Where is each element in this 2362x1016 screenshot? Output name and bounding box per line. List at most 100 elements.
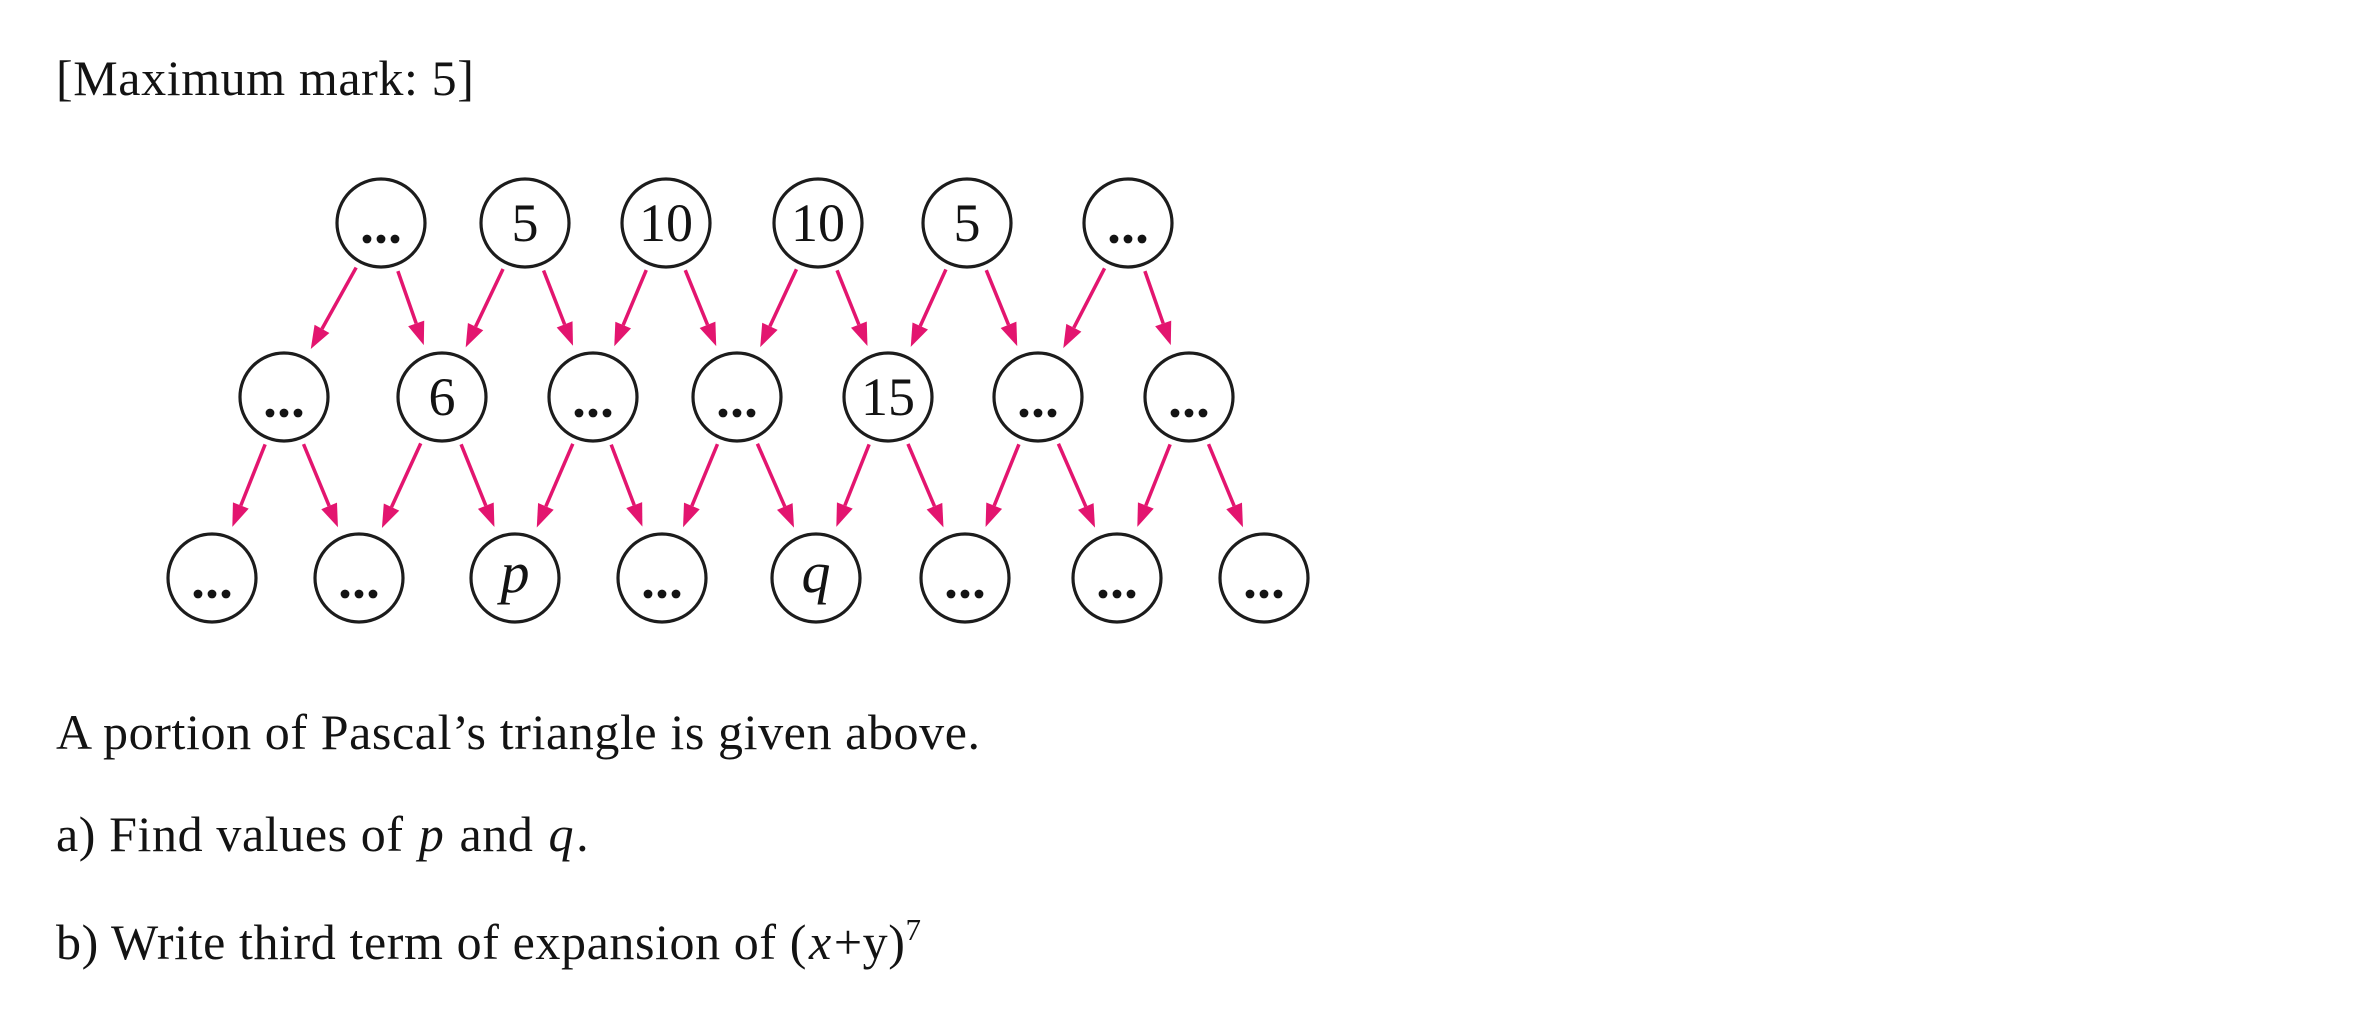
ellipsis-dot xyxy=(376,234,386,244)
arrow-shaft xyxy=(389,442,423,508)
question-a-mid: and xyxy=(446,806,547,862)
arrowhead xyxy=(614,321,632,347)
arrowhead xyxy=(310,324,330,349)
triangle-node xyxy=(238,351,330,443)
arrow-shaft xyxy=(906,443,937,507)
question-a-prefix: a) Find values of xyxy=(56,806,417,862)
ellipsis-dot xyxy=(732,408,742,418)
ellipsis-dot xyxy=(960,589,970,599)
triangle-node xyxy=(691,351,783,443)
arrowhead xyxy=(1063,323,1082,349)
ellipsis-dot xyxy=(193,589,203,599)
ellipsis-dot xyxy=(574,408,584,418)
node-label: 5 xyxy=(954,193,981,253)
ellipsis-dot xyxy=(718,408,728,418)
arrowhead xyxy=(1226,502,1243,528)
triangle-node xyxy=(313,532,405,624)
ellipsis-dot xyxy=(354,589,364,599)
node-label: 10 xyxy=(639,193,693,253)
node-label: 6 xyxy=(429,367,456,427)
ellipsis-dot xyxy=(362,234,372,244)
arrow-shaft xyxy=(918,268,948,327)
arrow-shaft xyxy=(1056,443,1088,508)
triangle-node xyxy=(469,532,561,624)
var-p: p xyxy=(418,806,445,862)
ellipsis-dot xyxy=(1126,589,1136,599)
arrowhead xyxy=(477,502,495,527)
node-label: q xyxy=(802,540,831,605)
arrowhead xyxy=(760,322,778,348)
triangle-node xyxy=(770,532,862,624)
arrowhead xyxy=(851,321,868,346)
var-x: x xyxy=(809,914,832,970)
triangle-node xyxy=(992,351,1084,443)
arrow-shaft xyxy=(768,268,799,328)
arrow-shaft xyxy=(1144,443,1172,507)
arrowhead xyxy=(626,502,643,527)
ellipsis-dot xyxy=(588,408,598,418)
ellipsis-dot xyxy=(390,234,400,244)
arrow-shaft xyxy=(1206,443,1236,507)
var-q: q xyxy=(548,806,575,862)
arrow-shaft xyxy=(835,269,861,326)
arrow-shaft xyxy=(755,443,787,508)
arrowhead xyxy=(1155,320,1172,346)
arrowhead xyxy=(836,502,853,527)
arrowhead xyxy=(910,322,928,347)
ellipsis-dot xyxy=(1198,408,1208,418)
triangle-node xyxy=(1218,532,1310,624)
arrow-shaft xyxy=(992,443,1021,507)
arrow-shaft xyxy=(301,443,331,507)
triangle-node xyxy=(166,532,258,624)
ellipsis-dot xyxy=(1019,408,1029,418)
ellipsis-dot xyxy=(207,589,217,599)
node-label: 5 xyxy=(512,193,539,253)
triangle-node xyxy=(335,177,427,269)
arrowhead xyxy=(985,502,1003,527)
ellipsis-dot xyxy=(1098,589,1108,599)
arrow-shaft xyxy=(459,443,488,507)
arrowhead xyxy=(1000,321,1018,347)
triangle-node xyxy=(620,177,712,269)
triangle-node xyxy=(396,351,488,443)
arrowhead xyxy=(1078,503,1095,528)
question-a: a) Find values of p and q. xyxy=(56,804,589,864)
triangle-node xyxy=(919,532,1011,624)
node-label: p xyxy=(497,540,530,605)
arrow-shaft xyxy=(239,443,267,507)
triangle-node xyxy=(547,351,639,443)
ellipsis-dot xyxy=(1047,408,1057,418)
ellipsis-dot xyxy=(265,408,275,418)
ellipsis-dot xyxy=(1033,408,1043,418)
arrowhead xyxy=(777,503,794,528)
ellipsis-dot xyxy=(1184,408,1194,418)
arrow-shaft xyxy=(984,269,1011,326)
ellipsis-dot xyxy=(221,589,231,599)
arrowhead xyxy=(699,321,717,347)
max-mark-label: [Maximum mark: 5] xyxy=(56,50,475,106)
ellipsis-dot xyxy=(1112,589,1122,599)
arrow-shaft xyxy=(1072,267,1107,329)
node-label: 10 xyxy=(791,193,845,253)
ellipsis-dot xyxy=(293,408,303,418)
triangle-node xyxy=(1082,177,1174,269)
ellipsis-dot xyxy=(1109,234,1119,244)
arrow-shaft xyxy=(609,444,636,506)
arrow-shaft xyxy=(320,266,358,330)
triangle-node xyxy=(842,351,934,443)
ellipsis-dot xyxy=(1245,589,1255,599)
arrow-shaft xyxy=(690,443,720,507)
caption-text: A portion of Pascal’s triangle is given … xyxy=(56,704,981,760)
arrowhead xyxy=(408,320,425,346)
ellipsis-dot xyxy=(1123,234,1133,244)
exponent-7: 7 xyxy=(905,911,922,947)
arrowhead xyxy=(926,502,944,528)
ellipsis-dot xyxy=(657,589,667,599)
arrowhead xyxy=(381,503,400,529)
question-b-prefix: b) Write third term of expansion of ( xyxy=(56,914,808,970)
ellipsis-dot xyxy=(602,408,612,418)
arrow-shaft xyxy=(396,270,418,324)
ellipsis-dot xyxy=(946,589,956,599)
arrowhead xyxy=(465,322,484,348)
